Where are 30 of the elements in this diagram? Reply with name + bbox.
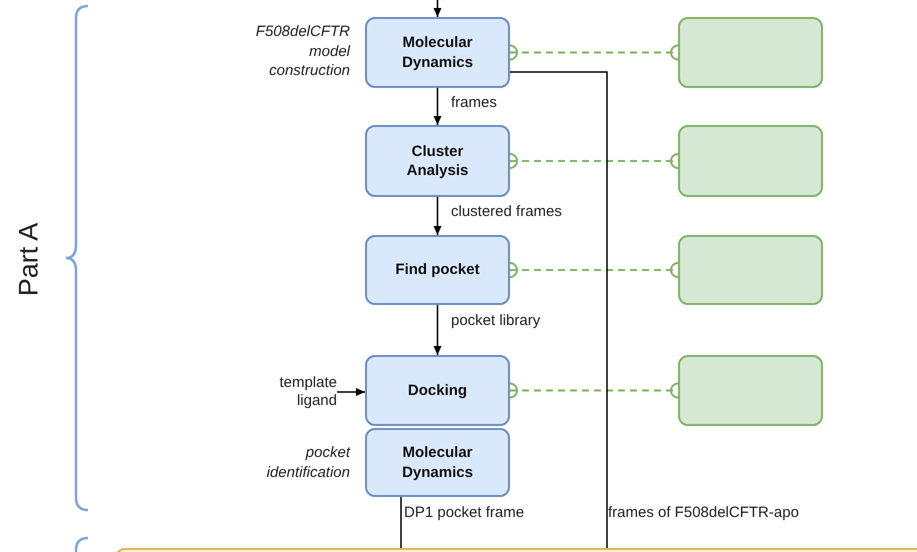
box-title: Molecular Dynamics xyxy=(401,33,474,72)
tool-box xyxy=(678,125,823,197)
edge-label: frames of F508delCFTR-apo xyxy=(608,504,799,521)
arrow xyxy=(337,388,365,396)
process-box xyxy=(365,235,510,305)
box-title: Docking xyxy=(406,380,468,400)
arrow xyxy=(434,305,442,355)
box-title: Molecular Dynamics xyxy=(401,443,474,482)
arrow xyxy=(434,0,442,17)
arrow xyxy=(434,88,442,125)
tool-box xyxy=(678,235,823,305)
process-box xyxy=(365,355,510,426)
dashed-connector xyxy=(509,44,679,60)
process-box xyxy=(365,17,510,88)
arrow xyxy=(434,197,442,235)
section-label: Part A xyxy=(13,222,44,296)
box-title: Find pocket xyxy=(394,260,481,280)
step-note: F508delCFTR model construction xyxy=(254,22,350,80)
step-note: pocket identification xyxy=(266,443,350,482)
box-title: Cluster Analysis xyxy=(406,142,470,180)
dashed-connector xyxy=(509,153,679,169)
dashed-connector xyxy=(509,382,679,398)
process-box xyxy=(365,428,510,497)
dashed-connector xyxy=(509,262,679,278)
tool-box xyxy=(678,355,823,426)
input-label: template ligand xyxy=(278,374,337,410)
process-box xyxy=(365,125,510,197)
tool-box xyxy=(678,17,823,88)
edge-label: pocket library xyxy=(451,312,540,329)
edge-label: DP1 pocket frame xyxy=(404,504,524,521)
